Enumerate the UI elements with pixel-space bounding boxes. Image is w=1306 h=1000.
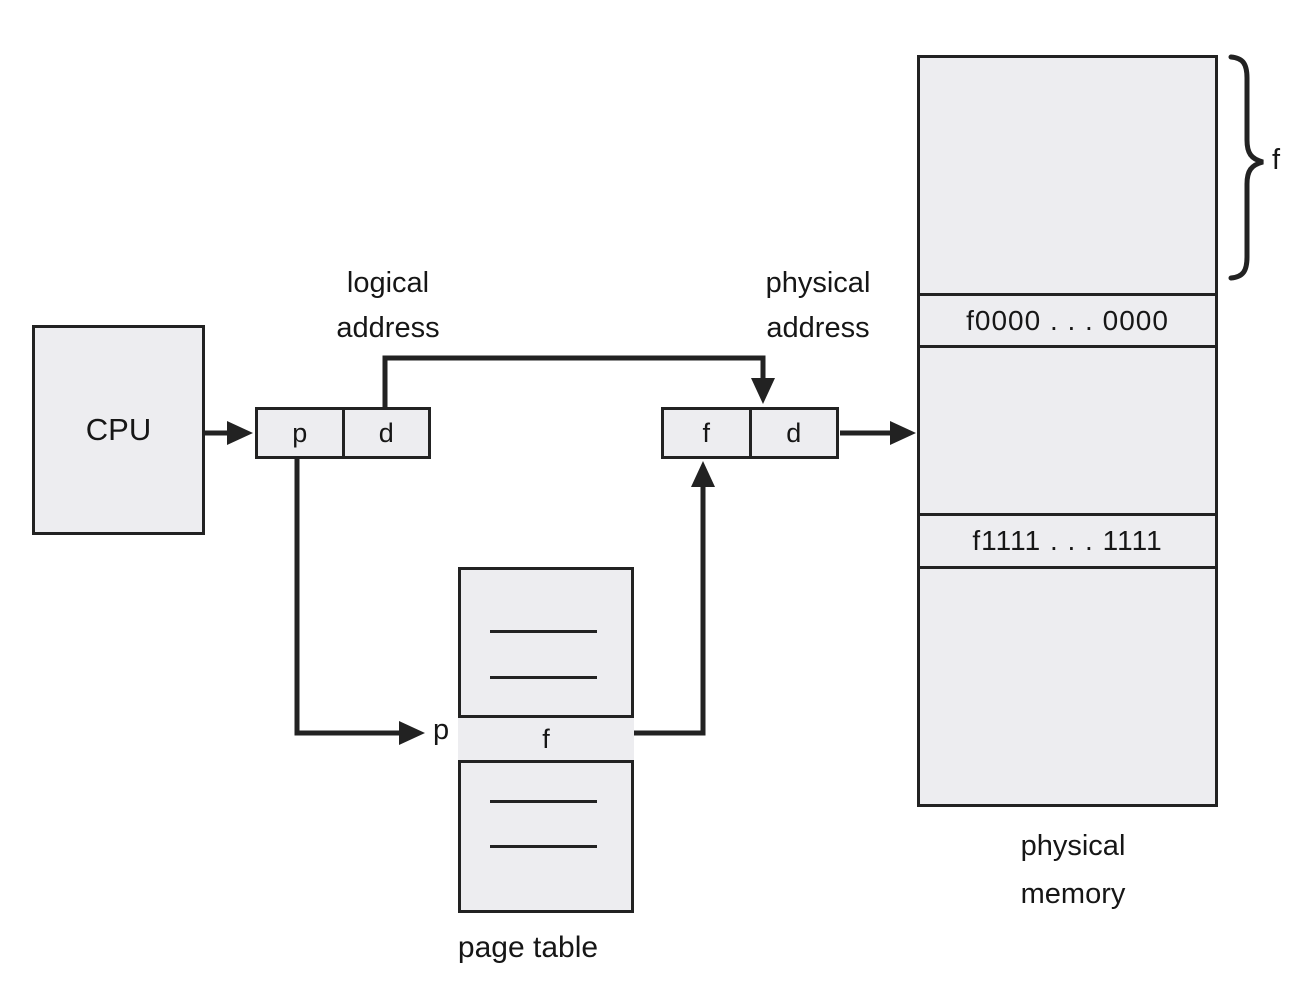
logical-address-caption: logical address	[288, 261, 488, 351]
arrow-p-to-page-table	[294, 458, 425, 745]
physical-address-box: f d	[661, 407, 839, 459]
page-table-entry-line	[490, 630, 597, 633]
arrow-page-table-to-f	[633, 461, 715, 736]
physical-address-caption: physical address	[718, 261, 918, 351]
page-table-frame-value: f	[542, 723, 550, 754]
memory-frame-end-row: f1111 . . . 1111	[917, 513, 1218, 569]
physical-address-d-cell: d	[786, 417, 802, 448]
page-table-box: f	[458, 567, 634, 913]
physical-address-f-cell: f	[664, 410, 752, 456]
cpu-label: CPU	[85, 412, 152, 447]
arrow-cpu-to-logical-address	[205, 421, 253, 445]
physical-memory-caption-line1: physical	[1020, 830, 1126, 862]
logical-address-caption-line1: logical	[346, 267, 430, 299]
page-table-entry-line	[490, 800, 597, 803]
frame-brace	[1228, 54, 1264, 281]
physical-memory-caption-line2: memory	[1020, 878, 1126, 910]
page-table-frame-row: f	[458, 715, 634, 763]
logical-address-box: p d	[255, 407, 431, 459]
memory-frame-start-address: f0000 . . . 0000	[966, 304, 1169, 336]
frame-brace-label: f	[1272, 144, 1281, 176]
page-table-entry-line	[490, 676, 597, 679]
page-table-entry-line	[490, 845, 597, 848]
cpu-box: CPU	[32, 325, 205, 535]
logical-address-caption-line2: address	[336, 312, 440, 344]
physical-address-caption-line1: physical	[765, 267, 871, 299]
physical-memory-caption: physical memory	[973, 822, 1173, 918]
arrow-logical-d-to-physical-d	[382, 355, 775, 407]
logical-address-p-cell: p	[258, 410, 345, 456]
memory-frame-start-row: f0000 . . . 0000	[917, 293, 1218, 348]
page-table-caption: page table	[457, 931, 599, 964]
physical-memory-box: f0000 . . . 0000 f1111 . . . 1111	[917, 55, 1218, 807]
memory-frame-end-address: f1111 . . . 1111	[972, 525, 1163, 556]
logical-address-d-cell: d	[378, 417, 394, 448]
physical-address-caption-line2: address	[766, 312, 870, 344]
page-table-index-label: p	[433, 714, 450, 746]
arrow-physical-address-to-memory	[840, 421, 916, 445]
